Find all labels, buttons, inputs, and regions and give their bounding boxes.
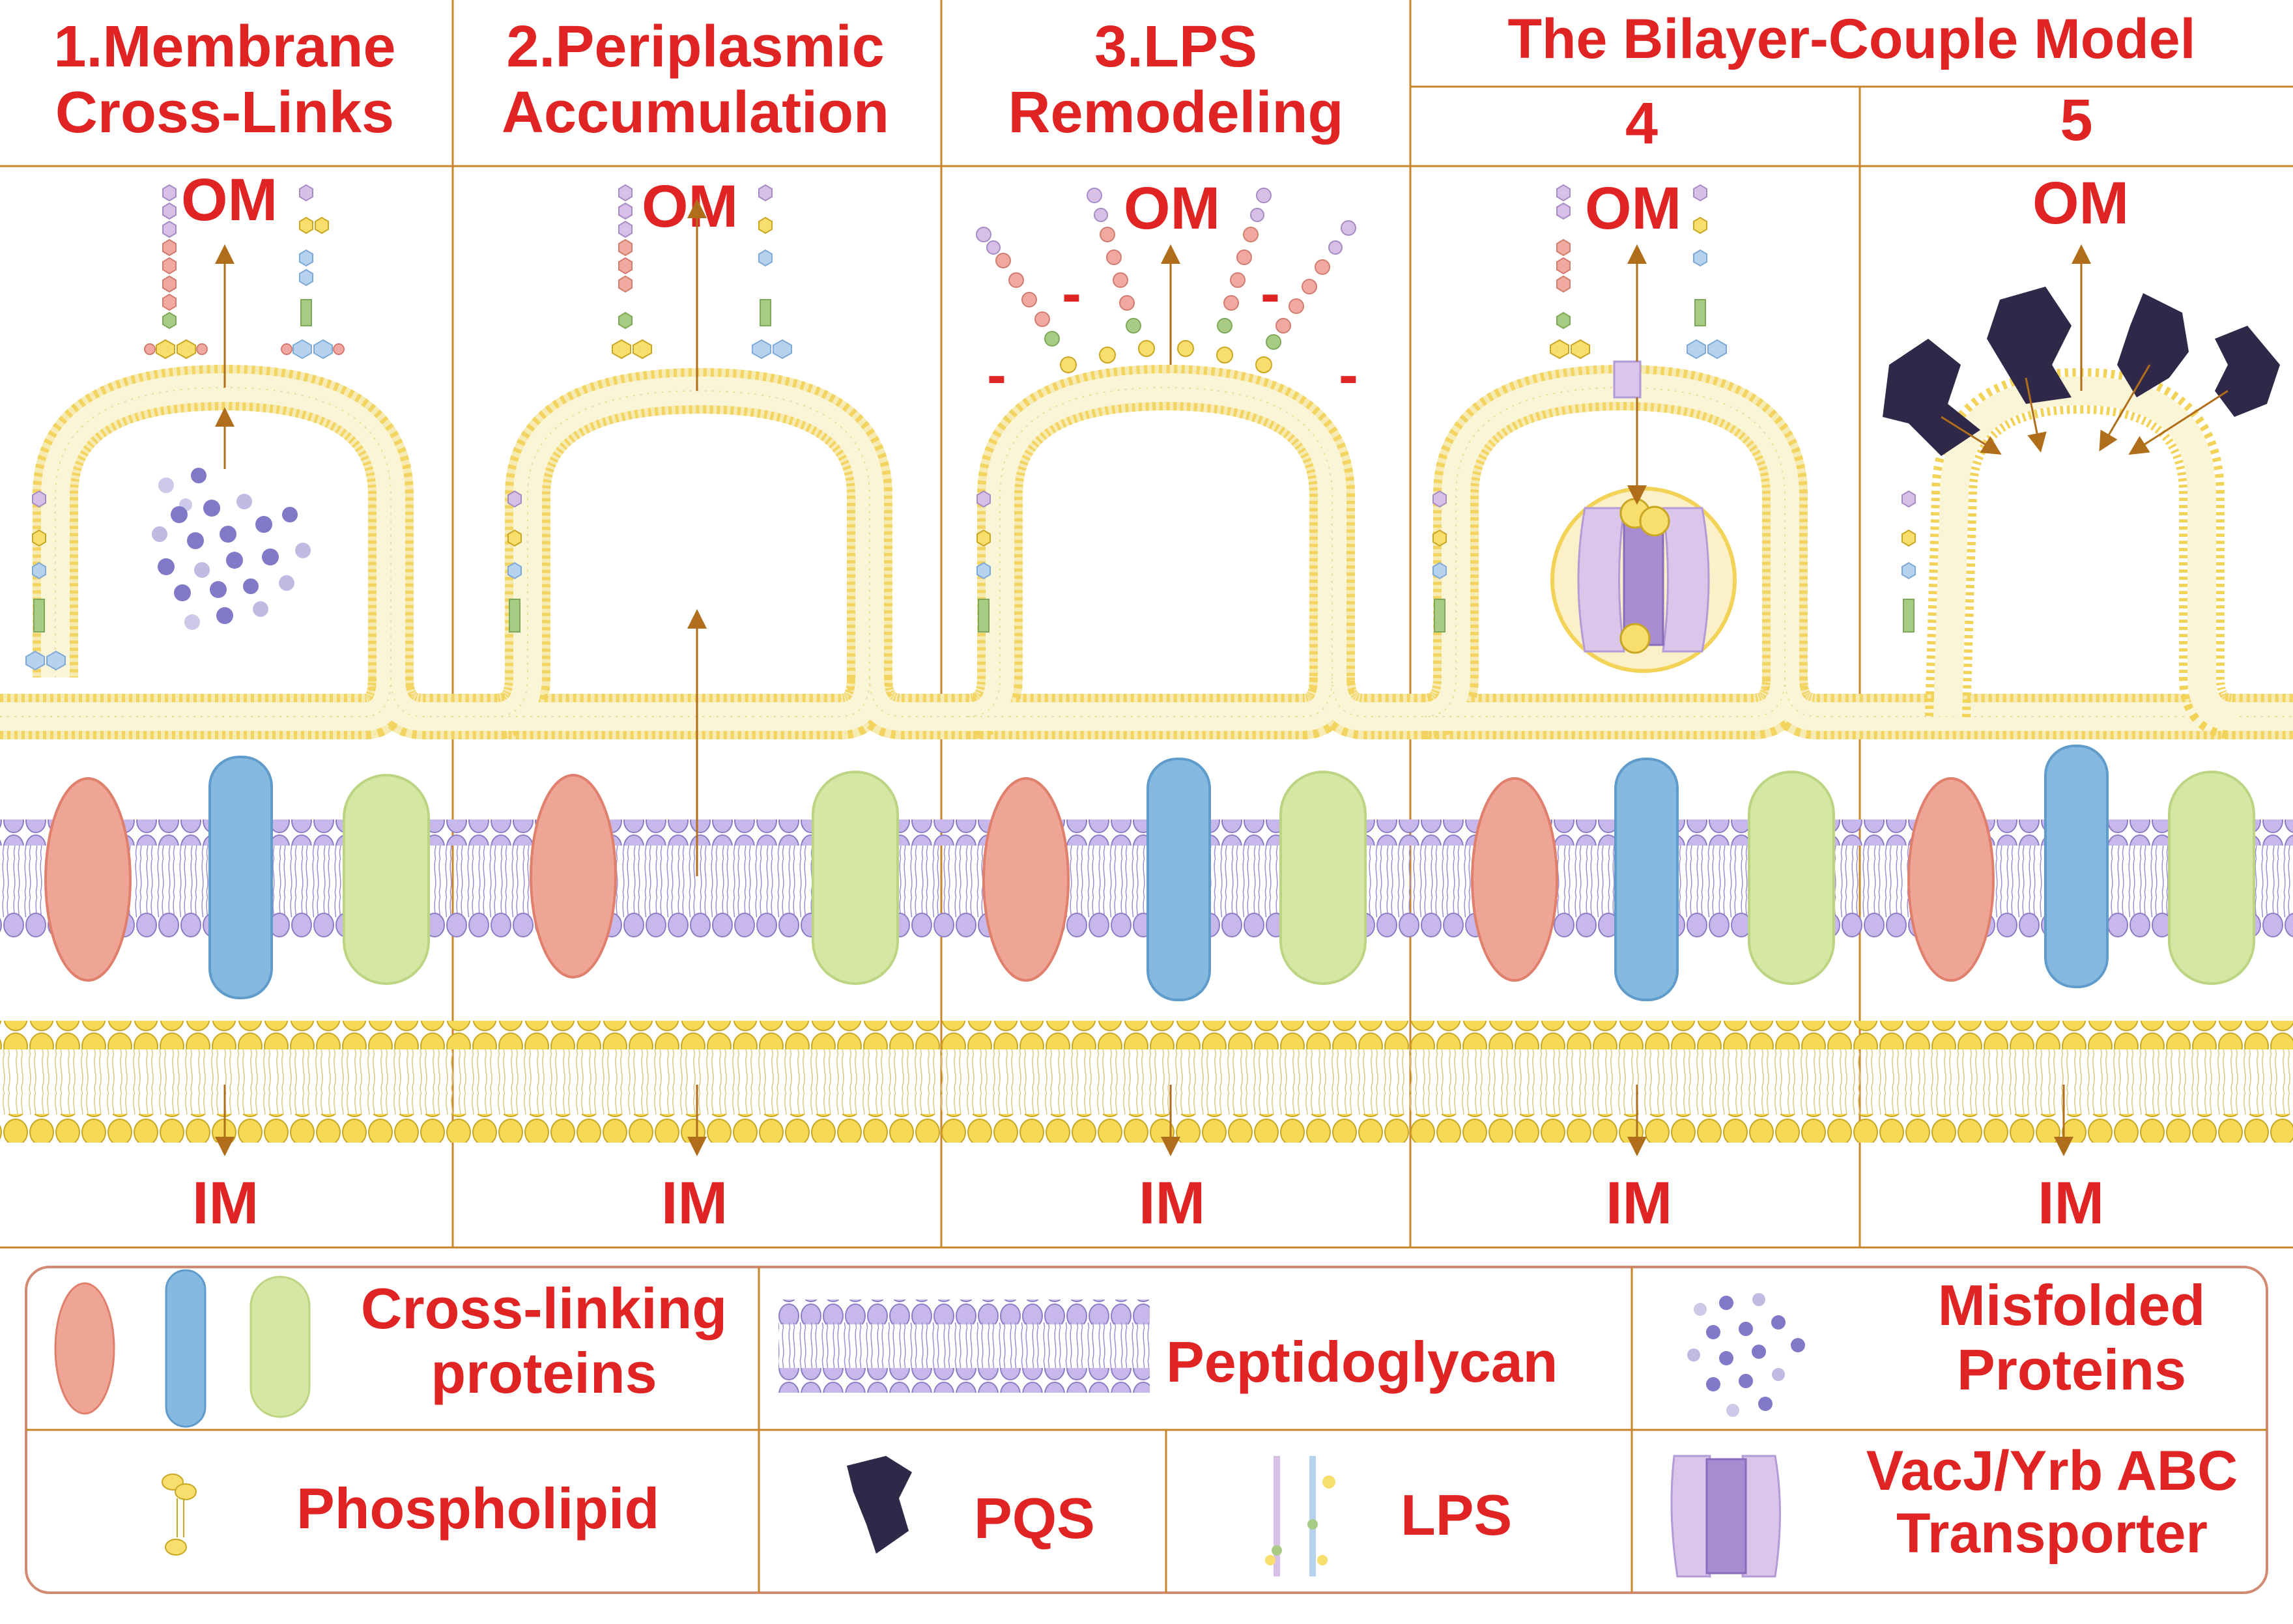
arrows	[215, 199, 2229, 1156]
crosslink-blue-protein	[1614, 758, 1679, 1001]
im-label-5: IM	[2038, 1170, 2105, 1236]
crosslink-green-protein	[1748, 771, 1835, 985]
lps-molecule	[281, 184, 345, 360]
panel1-title: 1.Membrane Cross-Links	[0, 14, 449, 146]
crosslink-green-protein	[812, 771, 899, 985]
legend-pqs-icon	[847, 1456, 912, 1554]
crosslinking-proteins	[44, 745, 2255, 1001]
vacj-transporter-zoom	[1550, 360, 1737, 673]
crosslink-blue-protein	[1146, 758, 1211, 1001]
lps-copies	[612, 184, 1727, 360]
crosslink-red-protein	[530, 774, 617, 978]
side-lps-molecules	[25, 490, 1916, 671]
legend-misfolded-line2: Proteins	[1956, 1337, 2187, 1402]
charge-sign: -	[1260, 261, 1280, 326]
crosslink-red-protein	[1471, 777, 1558, 982]
lps-molecule	[1687, 184, 1727, 360]
panel2-title-line2: Accumulation	[501, 79, 890, 145]
inner-membrane	[0, 1021, 2293, 1143]
crosslink-green-protein	[2168, 771, 2255, 985]
legend-crosslinking-line2: proteins	[431, 1340, 657, 1405]
crosslink-red-protein	[44, 777, 132, 982]
im-label-3: IM	[1139, 1170, 1206, 1236]
legend-red-protein	[54, 1282, 115, 1415]
lps-molecule	[1550, 184, 1590, 360]
im-label-4: IM	[1606, 1170, 1673, 1236]
misfolded-protein-cluster	[152, 468, 311, 630]
legend-transporter-icon	[1670, 1455, 1781, 1578]
crosslink-green-protein	[1279, 771, 1367, 985]
legend	[25, 1266, 2268, 1594]
om-label-4: OM	[1585, 175, 1682, 242]
legend-crosslinking-line1: Cross-linking	[360, 1276, 728, 1341]
legend-transporter-line1: VacJ/Yrb ABC	[1866, 1440, 2238, 1502]
charge-sign: -	[1062, 261, 1081, 326]
legend-phospholipid-icon	[162, 1474, 197, 1556]
legend-peptidoglycan-icon	[778, 1300, 1150, 1324]
legend-blue-protein	[165, 1269, 207, 1428]
bilayer-model-title: The Bilayer-Couple Model	[1507, 8, 2196, 70]
legend-green-protein	[249, 1275, 311, 1418]
panel3-title-line2: Remodeling	[1008, 79, 1344, 145]
remodeled-lps	[976, 188, 1356, 373]
panel3-title: 3.LPS Remodeling	[941, 14, 1410, 146]
legend-transporter-line2: Transporter	[1896, 1502, 2208, 1565]
crosslink-red-protein	[982, 777, 1070, 982]
crosslink-blue-protein	[2044, 745, 2109, 988]
crosslink-blue-protein	[208, 756, 273, 999]
panel5-number: 5	[2060, 88, 2093, 153]
outer-membrane	[0, 364, 2293, 739]
panel1-title-line2: Cross-Links	[55, 79, 395, 145]
crosslink-green-protein	[343, 774, 430, 985]
im-label-1: IM	[192, 1170, 259, 1236]
crosslink-red-protein	[1907, 777, 1995, 982]
legend-misfolded-icon	[1687, 1293, 1805, 1417]
lps-molecules	[144, 184, 345, 360]
legend-transporter-label: VacJ/Yrb ABC Transporter	[1824, 1440, 2280, 1565]
legend-misfolded-label: Misfolded Proteins	[1857, 1273, 2286, 1402]
lps-molecule	[612, 184, 652, 360]
panel1-title-line1: 1.Membrane	[53, 14, 396, 79]
lps-molecule	[752, 184, 792, 360]
panel4-number: 4	[1625, 91, 1659, 156]
legend-lps-icon	[1265, 1456, 1335, 1576]
panel3-title-line1: 3.LPS	[1094, 14, 1258, 79]
lps-molecule	[144, 184, 208, 360]
legend-crosslinking-label: Cross-linking proteins	[322, 1276, 765, 1405]
om-label-3: OM	[1124, 175, 1221, 242]
im-label-2: IM	[661, 1170, 728, 1236]
panel2-title: 2.Periplasmic Accumulation	[453, 14, 938, 146]
legend-misfolded-line1: Misfolded	[1937, 1273, 2206, 1337]
legend-lps-label: LPS	[1401, 1483, 1513, 1547]
om-label-5: OM	[2032, 170, 2129, 236]
panel2-title-line1: 2.Periplasmic	[506, 14, 885, 79]
legend-peptidoglycan-label: Peptidoglycan	[1166, 1330, 1558, 1394]
charge-sign: -	[1339, 343, 1358, 408]
legend-phospholipid-label: Phospholipid	[296, 1476, 660, 1541]
charge-sign: -	[987, 343, 1006, 408]
om-label-1: OM	[181, 167, 278, 233]
legend-pqs-label: PQS	[974, 1486, 1095, 1550]
